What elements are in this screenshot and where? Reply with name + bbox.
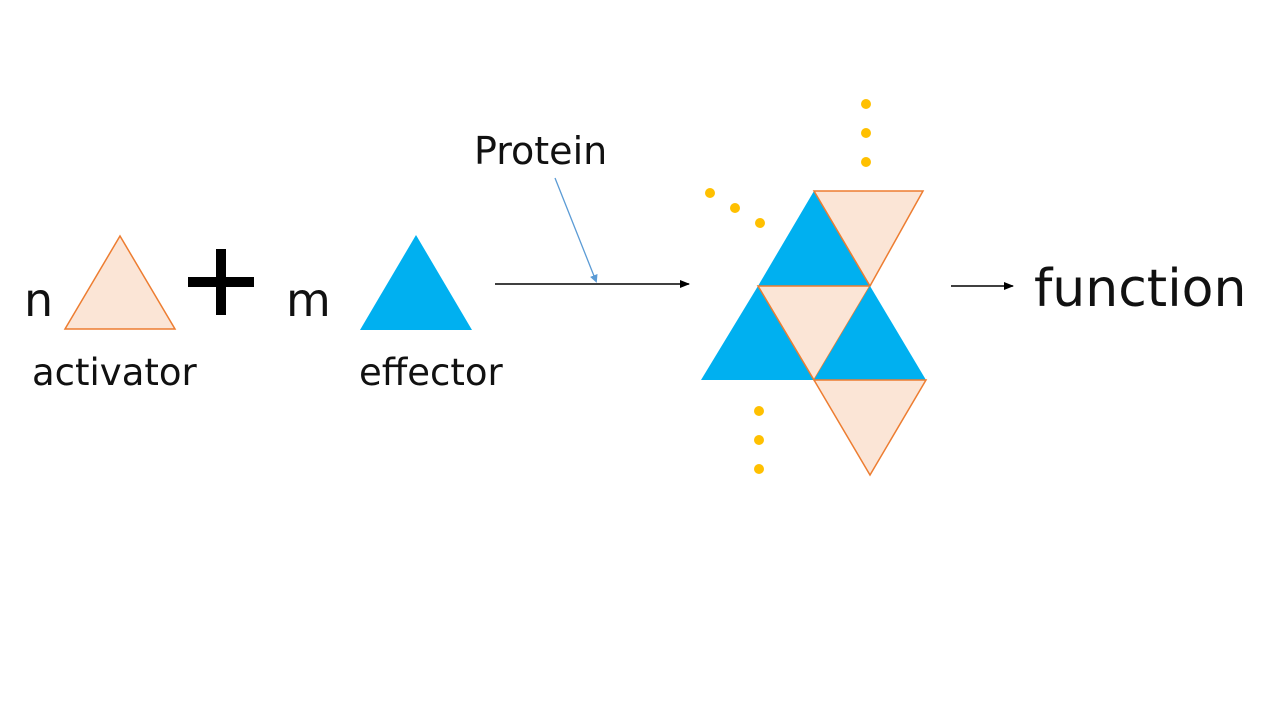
- protein-callout-line: [554, 177, 598, 283]
- assembly-effector-left: [701, 286, 814, 380]
- assembly-effector-top: [758, 191, 870, 286]
- activator-triangle: [63, 234, 177, 330]
- protein-assembly: [701, 190, 928, 477]
- assembly-effector-right: [814, 286, 926, 380]
- activator-label: activator: [32, 351, 198, 394]
- activator-coefficient: n: [24, 273, 53, 327]
- ellipsis-upper-left: [705, 188, 765, 228]
- function-label: function: [1034, 259, 1246, 319]
- effector-label: effector: [359, 351, 504, 394]
- protein-label: Protein: [474, 129, 607, 173]
- plus-icon: [188, 249, 254, 315]
- effector-coefficient: m: [286, 273, 331, 327]
- ellipsis-top: [861, 99, 871, 167]
- assembly-activator-bottom: [812, 379, 928, 477]
- assembly-activator-top: [812, 190, 925, 288]
- ellipsis-bottom: [754, 406, 764, 474]
- effector-triangle: [360, 235, 472, 330]
